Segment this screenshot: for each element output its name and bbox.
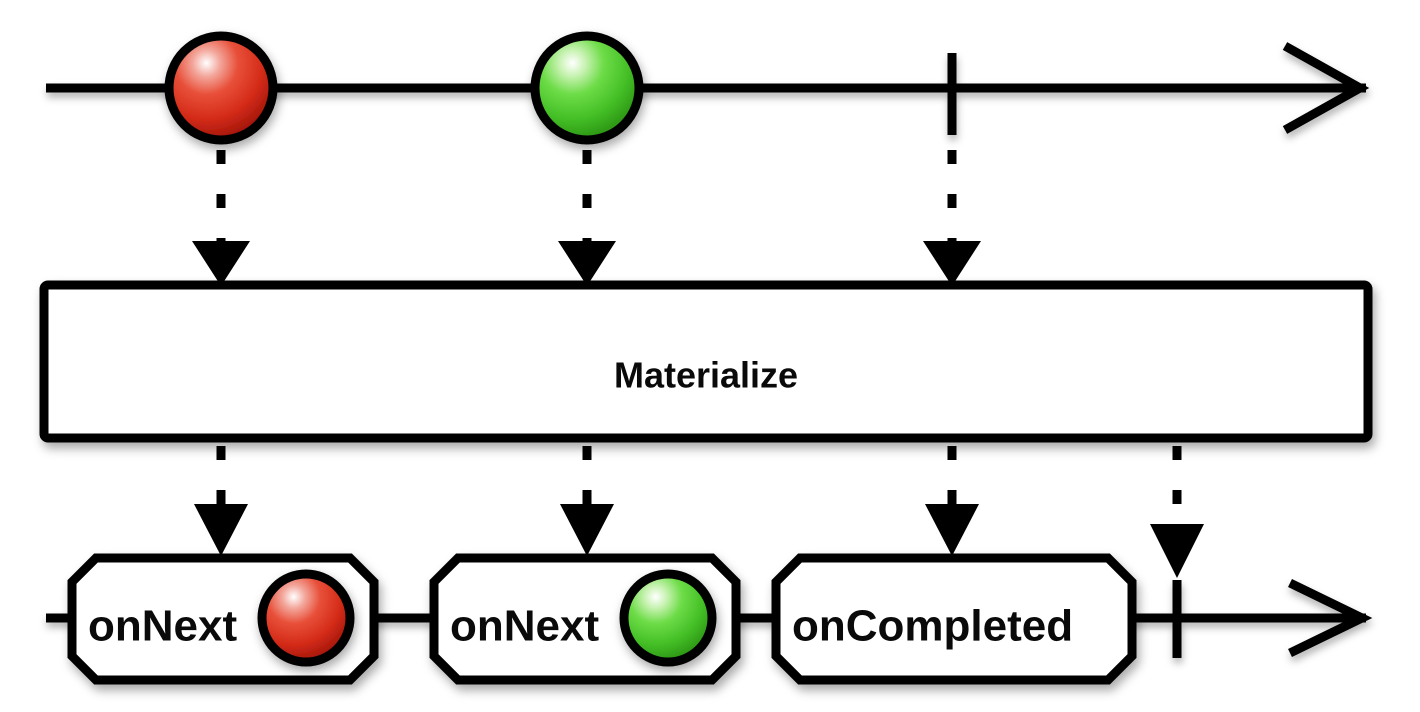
notification-onnext-red[interactable]: onNext	[67, 553, 379, 685]
output-arrow-1	[194, 446, 248, 556]
materialize-operator-box[interactable]	[39, 280, 1373, 443]
output-arrow-3	[925, 446, 979, 556]
input-arrow-1-head-icon	[192, 241, 250, 286]
output-arrow-3-head-icon	[925, 504, 979, 556]
notification-oncompleted-outline	[771, 553, 1137, 685]
output-arrow-2-head-icon	[560, 504, 614, 556]
output-arrow-2	[560, 446, 614, 556]
input-arrow-2	[558, 150, 616, 286]
result-timeline-arrow-icon	[1288, 578, 1373, 658]
notification-onnext-green-label: onNext	[450, 602, 599, 651]
result-timeline-group: onNext onNext onComplete	[46, 553, 1373, 685]
operator-box-outline	[39, 280, 1373, 443]
source-marble-green[interactable]	[530, 31, 644, 145]
operator-box-label: Materialize	[614, 355, 798, 396]
input-arrows-group	[192, 150, 981, 286]
source-timeline-group	[46, 31, 1370, 145]
output-arrow-4	[1150, 446, 1204, 578]
notification-oncompleted[interactable]: onCompleted	[771, 553, 1137, 685]
notification-marble-red[interactable]	[257, 569, 355, 667]
output-arrows-group	[194, 446, 1204, 578]
source-marble-red[interactable]	[164, 31, 278, 145]
notification-marble-green[interactable]	[619, 569, 717, 667]
input-arrow-3	[923, 150, 981, 286]
output-arrow-1-head-icon	[194, 504, 248, 556]
input-arrow-1	[192, 150, 250, 286]
notification-onnext-red-label: onNext	[88, 602, 237, 651]
notification-oncompleted-label: onCompleted	[792, 602, 1073, 651]
notification-onnext-green[interactable]: onNext	[429, 553, 741, 685]
source-timeline-arrow-icon	[1282, 42, 1370, 134]
output-arrow-4-head-icon	[1150, 524, 1204, 578]
input-arrow-3-head-icon	[923, 241, 981, 286]
input-arrow-2-head-icon	[558, 241, 616, 286]
